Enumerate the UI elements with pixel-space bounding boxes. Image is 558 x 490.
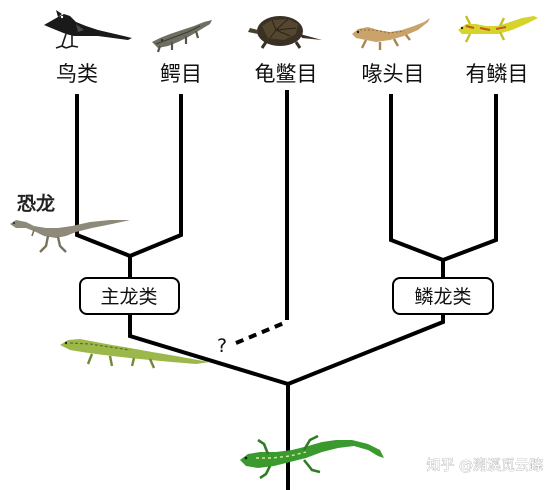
clade-box-lepidosaurs: 鳞龙类 — [392, 277, 494, 315]
clade-label-archosaurs: 主龙类 — [100, 286, 157, 308]
branch-birds — [75, 94, 133, 259]
clade-box-archosaurs: 主龙类 — [79, 277, 180, 315]
roadrunner-icon — [44, 10, 132, 49]
dinosaur-label: 恐龙 — [17, 192, 55, 215]
taxon-label-crocodilians: 鳄目 — [160, 62, 202, 86]
branch-squamata — [440, 94, 498, 263]
branch-crocodilians — [127, 94, 183, 259]
taxon-label-rhynchocephalia: 喙头目 — [362, 62, 425, 86]
clade-label-lepidosaurs: 鳞龙类 — [414, 286, 471, 308]
dinosaur-icon — [10, 220, 130, 253]
tuatara-icon — [352, 18, 430, 50]
taxon-label-birds: 鸟类 — [56, 62, 98, 86]
taxon-label-squamata: 有鳞目 — [466, 62, 529, 86]
archosauriform-icon — [60, 339, 210, 369]
ancestral-lizard-icon — [240, 434, 384, 480]
branch-lepidosaur-lower — [285, 313, 445, 387]
turtle-icon — [248, 16, 322, 49]
unknown-link-mark: ? — [217, 335, 227, 357]
taxon-label-turtles: 龟鳖目 — [255, 62, 318, 86]
branch-rhynchocephalia — [389, 94, 446, 263]
crocodile-icon — [152, 20, 212, 53]
branch-archosaur-lower — [128, 313, 291, 387]
watermark: 知乎 @溯溪觅云踪 — [427, 457, 543, 474]
gecko-icon — [458, 15, 538, 43]
turtle-uncertain-link — [235, 321, 285, 345]
